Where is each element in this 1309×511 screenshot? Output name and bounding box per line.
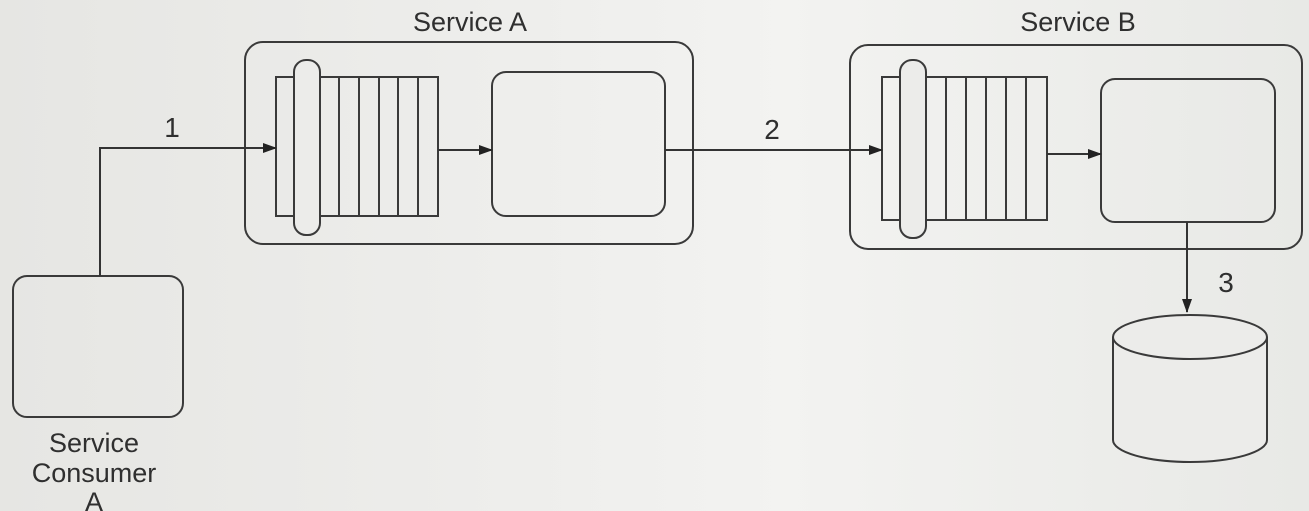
service-a-queue-icon (275, 59, 439, 236)
consumer-label-line-2: Consumer (32, 458, 157, 488)
step-1-arrow (99, 143, 277, 276)
service-b-processor (1100, 78, 1276, 223)
queue-cap (293, 59, 321, 236)
database-top (1112, 314, 1268, 360)
service-b-container (849, 44, 1303, 250)
step-3-label: 3 (1218, 267, 1234, 298)
service-b-queue-icon (881, 59, 1048, 239)
database-cylinder-icon (1112, 314, 1268, 463)
service-a: Service A (244, 7, 694, 245)
service-consumer-a: Service Consumer A (12, 275, 184, 511)
step-1-label: 1 (164, 112, 180, 143)
service-a-container (244, 41, 694, 245)
consumer-box (12, 275, 184, 418)
consumer-label-line-3: A (85, 487, 103, 511)
database-body (1112, 337, 1268, 463)
queue-cap (899, 59, 927, 239)
service-a-processor (491, 71, 666, 217)
service-b: Service B (849, 7, 1303, 250)
consumer-label-line-1: Service (49, 428, 139, 458)
service-b-title: Service B (1020, 7, 1136, 37)
step-2-label: 2 (764, 114, 780, 145)
service-a-title: Service A (413, 7, 527, 37)
